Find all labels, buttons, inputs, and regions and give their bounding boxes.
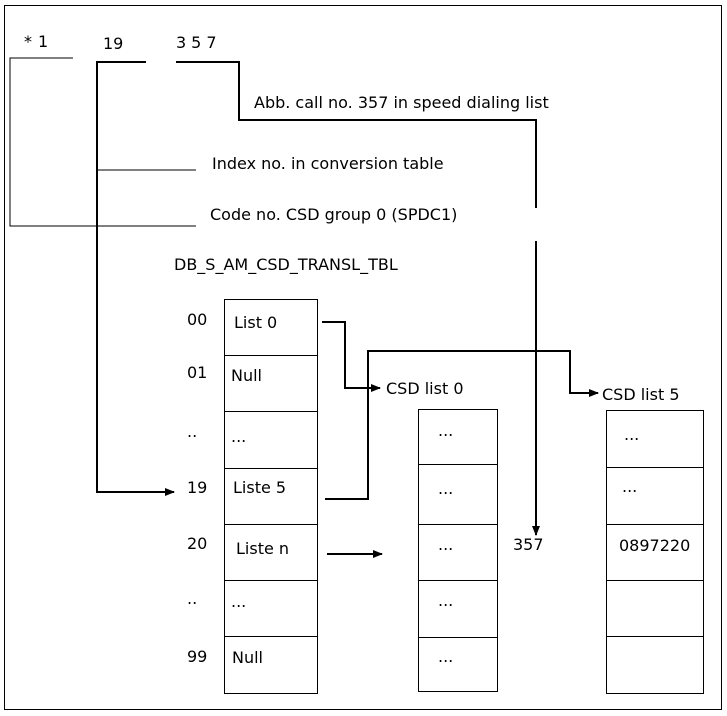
abb-call-label: Abb. call no. 357 in speed dialing list (254, 93, 549, 112)
table-row: 19 Liste 5 (187, 468, 318, 525)
index-code: 19 (103, 34, 123, 53)
row-index: 99 (187, 647, 207, 666)
list-item: ... (624, 425, 639, 444)
table-row: .. ... (187, 580, 318, 637)
row-index: 00 (187, 310, 207, 329)
table-row: 99 Null (187, 636, 318, 694)
prefix-bracket (9, 57, 196, 227)
csd-list-0-title: CSD list 0 (386, 379, 464, 398)
table-row: 20 Liste n (187, 524, 318, 581)
list-item: ... (438, 479, 453, 498)
row-value: Liste 5 (233, 478, 286, 497)
csd-list-0: ... ... ... ... ... (418, 409, 498, 692)
prefix-code: *1 (24, 32, 54, 51)
list-item: ... (438, 421, 453, 440)
abbreviated-code: 357 (176, 33, 222, 52)
row-index: 20 (187, 534, 207, 553)
index-no-label: Index no. in conversion table (212, 154, 444, 173)
row-value: Null (231, 366, 262, 385)
table-title: DB_S_AM_CSD_TRANSL_TBL (174, 255, 398, 275)
conversion-table: 00 List 0 01 Null .. ... 19 Liste 5 20 L… (187, 299, 318, 694)
list-item: ... (438, 647, 453, 666)
row-value: ... (231, 592, 246, 611)
list-item: ... (438, 591, 453, 610)
row-value: ... (231, 427, 246, 446)
row-index: 01 (187, 363, 207, 382)
row-value: Null (232, 648, 263, 667)
row-value: List 0 (234, 313, 277, 332)
row-index: 19 (187, 478, 207, 497)
list-item: 0897220 (619, 536, 690, 555)
code-no-label: Code no. CSD group 0 (SPDC1) (210, 205, 457, 224)
list-item: ... (438, 535, 453, 554)
row-index: .. (187, 422, 197, 441)
list5-pointer (325, 350, 599, 500)
row-value: Liste n (236, 539, 289, 558)
csd-list-5: ... ... 0897220 (606, 410, 704, 694)
pointer-value: 357 (513, 535, 544, 554)
row-index: .. (187, 589, 197, 608)
abbreviated-bracket (176, 61, 537, 208)
csd-list-5-title: CSD list 5 (602, 385, 680, 404)
diagram-frame (4, 5, 722, 710)
list-item: ... (622, 477, 637, 496)
table-row: 00 List 0 (187, 299, 318, 356)
table-row: .. ... (187, 411, 318, 469)
table-row: 01 Null (187, 355, 318, 412)
index-bracket (96, 61, 175, 496)
list0-pointer (322, 321, 381, 392)
